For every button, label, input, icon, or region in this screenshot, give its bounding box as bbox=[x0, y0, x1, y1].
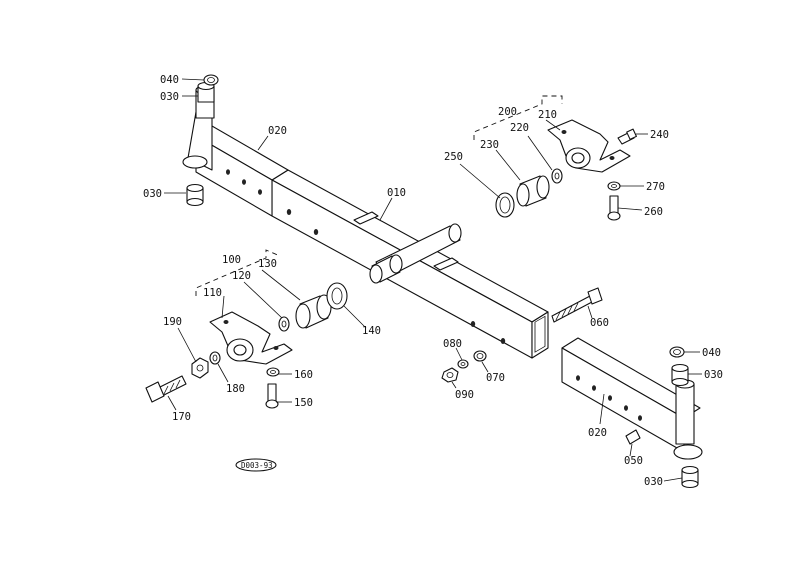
right-extension-beam bbox=[561, 337, 703, 460]
bushing-070 bbox=[473, 350, 487, 362]
right-bracket-210 bbox=[547, 119, 631, 173]
nut-090 bbox=[441, 367, 459, 383]
washer-270 bbox=[607, 181, 621, 191]
washer-080 bbox=[457, 359, 469, 369]
left-extension-beam bbox=[182, 85, 289, 217]
label-200: 200 bbox=[498, 106, 517, 118]
left-upper-grease-cap bbox=[203, 74, 219, 86]
assembly-bracket-200 bbox=[473, 95, 563, 140]
label-130: 130 bbox=[258, 258, 277, 270]
label-090: 090 bbox=[455, 389, 474, 401]
label-110: 110 bbox=[203, 287, 222, 299]
label-030-left-upper: 030 bbox=[160, 91, 179, 103]
assembly-bracket-100 bbox=[195, 249, 281, 296]
label-040-left: 040 bbox=[160, 74, 179, 86]
bolt-170 bbox=[145, 375, 187, 403]
label-120: 120 bbox=[232, 270, 251, 282]
label-060: 060 bbox=[590, 317, 609, 329]
ring-140 bbox=[326, 282, 348, 310]
ring-250 bbox=[495, 192, 515, 218]
label-050: 050 bbox=[624, 455, 643, 467]
long-bolt-060 bbox=[551, 287, 603, 323]
label-170: 170 bbox=[172, 411, 191, 423]
label-220: 220 bbox=[510, 122, 529, 134]
right-lower-bushing bbox=[681, 465, 699, 489]
label-160: 160 bbox=[294, 369, 313, 381]
label-190: 190 bbox=[163, 316, 182, 328]
nut-160 bbox=[266, 367, 280, 377]
right-upper-grease-cap bbox=[669, 346, 685, 358]
washer-120 bbox=[278, 316, 290, 332]
washer-220 bbox=[551, 168, 563, 184]
bushing-230 bbox=[516, 175, 550, 207]
label-040-right: 040 bbox=[702, 347, 721, 359]
label-260: 260 bbox=[644, 206, 663, 218]
label-210: 210 bbox=[538, 109, 557, 121]
label-150: 150 bbox=[294, 397, 313, 409]
label-080: 080 bbox=[443, 338, 462, 350]
diagram-code: D003-93 bbox=[241, 461, 273, 470]
label-020-left: 020 bbox=[268, 125, 287, 137]
label-100: 100 bbox=[222, 254, 241, 266]
label-020-right: 020 bbox=[588, 427, 607, 439]
left-bracket-110 bbox=[209, 311, 293, 365]
label-030-right-lower: 030 bbox=[644, 476, 663, 488]
label-140: 140 bbox=[362, 325, 381, 337]
bolt-150 bbox=[265, 383, 279, 409]
right-upper-bushing bbox=[671, 363, 689, 387]
washer-180 bbox=[209, 351, 221, 365]
label-030-right-upper: 030 bbox=[704, 369, 723, 381]
bushing-130 bbox=[295, 294, 332, 329]
center-pivot-shaft bbox=[369, 223, 462, 284]
label-240: 240 bbox=[650, 129, 669, 141]
label-180: 180 bbox=[226, 383, 245, 395]
grease-fitting-050 bbox=[625, 429, 641, 445]
label-230: 230 bbox=[480, 139, 499, 151]
label-270: 270 bbox=[646, 181, 665, 193]
bolt-260 bbox=[607, 195, 621, 221]
nut-190 bbox=[191, 357, 209, 379]
diagram-code-badge: D003-93 bbox=[235, 458, 277, 472]
label-250: 250 bbox=[444, 151, 463, 163]
label-030-left-lower: 030 bbox=[143, 188, 162, 200]
label-010: 010 bbox=[387, 187, 406, 199]
bolt-240 bbox=[617, 128, 637, 145]
left-lower-bushing bbox=[186, 183, 204, 207]
part-labels: 040 030 020 030 010 200 210 220 230 250 … bbox=[143, 74, 723, 488]
label-070: 070 bbox=[486, 372, 505, 384]
leader-lines bbox=[164, 78, 702, 482]
